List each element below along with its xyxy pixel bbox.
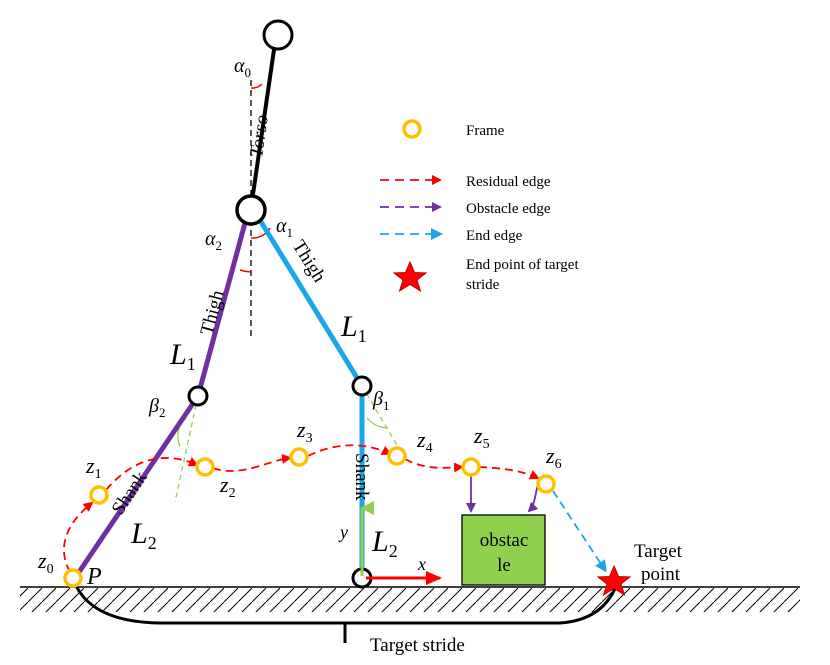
target-stride-bracket <box>72 580 620 643</box>
beta1-arc <box>366 417 389 429</box>
frame-node-z1 <box>89 485 109 505</box>
frame-node-z2 <box>195 457 215 477</box>
frame-labels: z0 z1 z2 z3 z4 z5 z6 <box>37 417 562 577</box>
right-shank-label: Shank <box>351 453 372 501</box>
right-thigh-segment <box>252 210 365 388</box>
legend-endpoint-label-line1: End point of target <box>466 257 579 273</box>
left-knee-extension <box>174 395 199 503</box>
beta1-label: β1 <box>372 388 389 413</box>
obstacle-box <box>461 514 546 586</box>
frame-label-z3: z3 <box>296 417 313 446</box>
alpha2-label: α2 <box>205 228 222 253</box>
L1-right-label: L1 <box>340 310 367 346</box>
alpha1-label: α1 <box>276 215 293 240</box>
target-point-label-line2: point <box>641 564 681 585</box>
head-joint <box>262 19 294 51</box>
target-star <box>596 564 632 597</box>
legend-frame-label: Frame <box>466 123 505 139</box>
hip-joint <box>235 194 267 226</box>
alpha0-label: α0 <box>234 55 251 80</box>
frame-node-z4 <box>387 446 407 466</box>
alpha0-arc <box>250 83 263 89</box>
torso-label: Torso <box>246 114 273 159</box>
frame-node-z5 <box>461 457 481 477</box>
P-label: P <box>86 564 102 590</box>
legend-end-label: End edge <box>466 228 523 244</box>
alpha2-arc <box>239 269 252 273</box>
right-knee-joint <box>351 375 373 397</box>
obstacle-label-line2: le <box>497 555 511 576</box>
frame-nodes <box>63 446 556 588</box>
frame-node-z0 <box>63 568 83 588</box>
frame-label-z0: z0 <box>37 548 54 577</box>
left-thigh-label: Thigh <box>197 288 229 338</box>
frame-node-z6 <box>536 474 556 494</box>
left-thigh-segment <box>195 211 251 397</box>
frame-label-z2: z2 <box>219 472 236 501</box>
frame-node-z3 <box>289 447 309 467</box>
frame-label-z1: z1 <box>85 453 102 482</box>
target-point-label-line1: Target <box>634 541 683 562</box>
L2-left-label: L2 <box>130 517 157 553</box>
left-shank-segment <box>72 394 201 580</box>
legend-frame-icon <box>402 119 422 139</box>
legend: Frame Residual edge Obstacle edge End ed… <box>380 119 579 293</box>
obstacle-label-line1: obstac <box>480 530 529 551</box>
legend-obstacle-label: Obstacle edge <box>466 201 551 217</box>
frame-label-z6: z6 <box>545 443 562 472</box>
torso-segment <box>249 35 278 209</box>
alpha1-arc <box>250 227 271 239</box>
ground <box>20 586 800 616</box>
L2-right-label: L2 <box>371 525 398 561</box>
y-axis-label: y <box>338 522 348 542</box>
target-stride-label: Target stride <box>370 635 465 656</box>
legend-endpoint-label-line2: stride <box>466 277 500 293</box>
x-axis-label: x <box>417 554 426 574</box>
obstacle-edges <box>466 476 539 513</box>
frame-label-z5: z5 <box>473 423 490 452</box>
L1-left-label: L1 <box>169 338 196 374</box>
left-knee-joint <box>187 385 209 407</box>
legend-residual-label: Residual edge <box>466 174 551 190</box>
frame-label-z4: z4 <box>416 427 433 456</box>
residual-edges <box>63 444 540 573</box>
legend-star-icon <box>392 260 428 293</box>
beta2-label: β2 <box>148 395 165 420</box>
end-edge <box>552 490 607 573</box>
